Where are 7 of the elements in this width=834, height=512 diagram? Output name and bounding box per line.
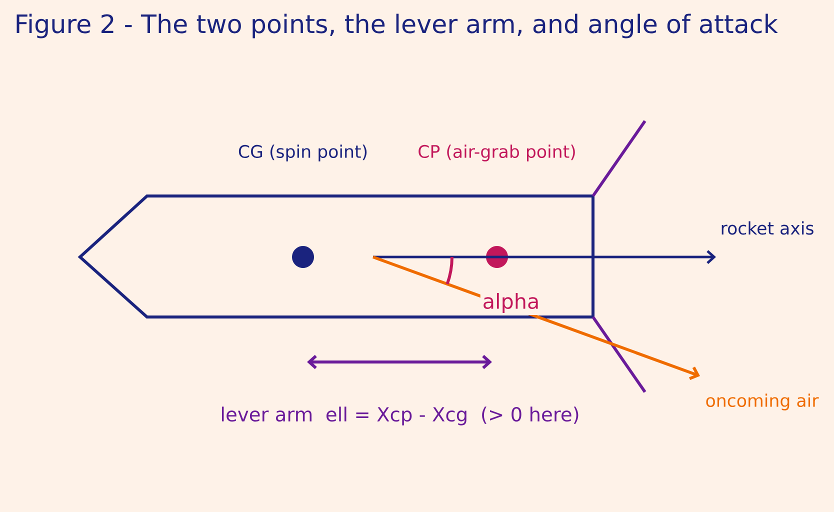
axis-label: rocket axis [722,221,814,235]
point-label: CG (spin point) [238,144,367,162]
lever-arm-label: lever arm ell = Xcp - Xcg (> 0 here) [222,406,578,426]
title: Figure 2 - The two points, the lever arm, and angle of attack [16,14,778,38]
angle-label: alpha [480,291,542,315]
airflow-label: oncoming air [706,394,819,410]
point-label: CP (air-grab point) [418,144,575,162]
